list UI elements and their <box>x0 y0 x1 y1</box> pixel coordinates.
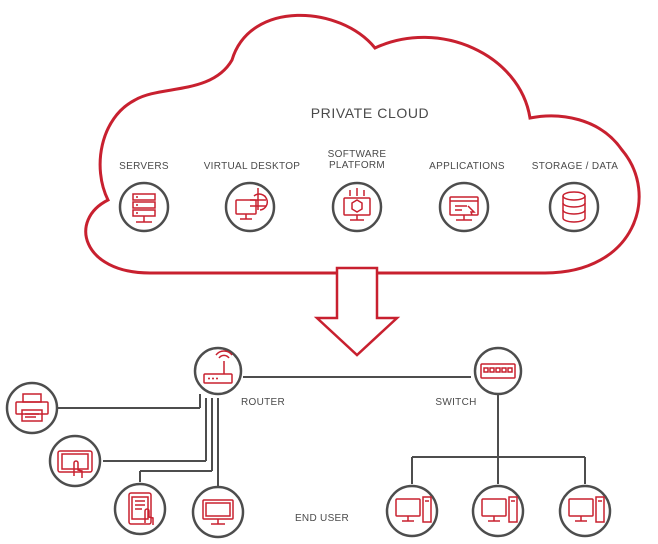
monitor-icon <box>191 485 245 539</box>
service-label-virtual-desktop: VIRTUAL DESKTOP <box>203 161 301 172</box>
switch-icon <box>473 346 523 396</box>
service-label-servers: SERVERS <box>119 161 169 172</box>
desktop-computer-icon <box>471 484 525 538</box>
service-label-software-platform: SOFTWARE PLATFORM <box>327 149 387 171</box>
down-arrow-icon <box>313 266 401 357</box>
switch-label: SWITCH <box>435 397 477 408</box>
private-cloud-outline <box>84 13 641 275</box>
database-icon <box>548 181 600 233</box>
connection-lines <box>58 376 586 486</box>
router-icon <box>193 346 243 396</box>
virtual-desktop-icon <box>224 181 276 233</box>
e-reader-icon <box>113 482 167 536</box>
server-rack-icon <box>118 181 170 233</box>
tablet-touch-icon <box>48 434 102 488</box>
end-user-label: END USER <box>294 513 350 524</box>
router-label: ROUTER <box>240 397 286 408</box>
service-label-applications: APPLICATIONS <box>429 161 505 172</box>
cloud-title: PRIVATE CLOUD <box>310 105 430 121</box>
service-label-storage-data: STORAGE / DATA <box>531 161 619 172</box>
software-platform-icon <box>331 181 383 233</box>
printer-icon <box>5 381 59 435</box>
application-window-icon <box>438 181 490 233</box>
desktop-computer-icon <box>385 484 439 538</box>
desktop-computer-icon <box>558 484 612 538</box>
